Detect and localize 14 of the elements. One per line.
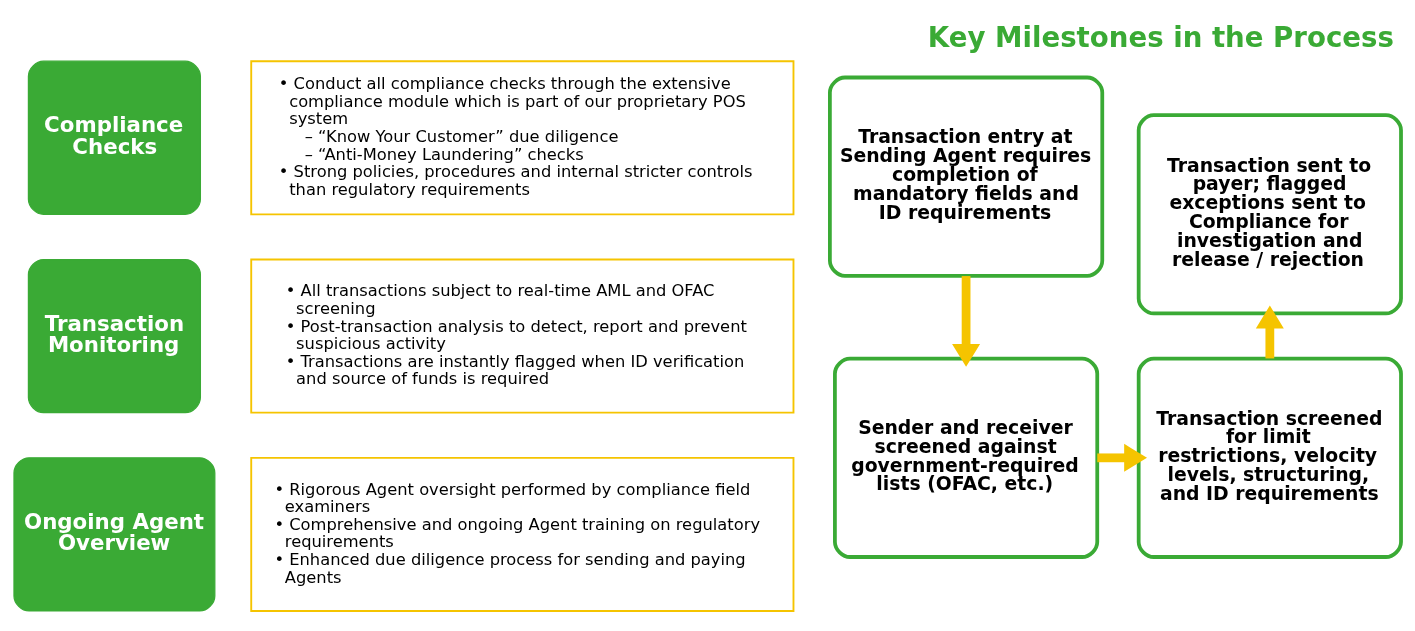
node-box: Transaction entry at Sending Agent requires completion of mandatory fields and ID requirements <box>828 75 1105 278</box>
arrow <box>1255 305 1284 358</box>
node-box: • Conduct all compliance checks through the extensive compliance module which is part of our proprietary POS system – “Know Your Customer” due diligence – “Anti-Money Laundering” checks • Strong policies, procedures and internal stricter controls than regulatory requirements <box>250 59 795 215</box>
node-box: Ongoing Agent Overview <box>13 456 216 612</box>
diagram-title: Key Milestones in the Process <box>927 20 1394 54</box>
node-box: • Rigorous Agent oversight performed by compliance field examiners • Comprehensive and ongoing Agent training on regulatory requirements • Enhanced due diligence process for sending and paying Agents <box>250 456 795 612</box>
node-box: Transaction sent to payer; flagged exceptions sent to Compliance for investigation and release / rejection <box>1136 112 1403 315</box>
node-box: Transaction Monitoring <box>27 258 201 413</box>
node-box: Compliance Checks <box>27 60 201 215</box>
node-box: • All transactions subject to real-time AML and OFAC screening • Post-transaction analysis to detect, report and prevent suspicious activity • Transactions are instantly flagged when ID verification and source of funds is required <box>250 258 795 414</box>
arrow <box>952 275 981 367</box>
node-box: Transaction screened for limit restrictions, velocity levels, structuring, and ID requirements <box>1136 356 1403 559</box>
arrow <box>1097 443 1148 472</box>
node-box: Sender and receiver screened against government-required lists (OFAC, etc.) <box>833 356 1100 559</box>
